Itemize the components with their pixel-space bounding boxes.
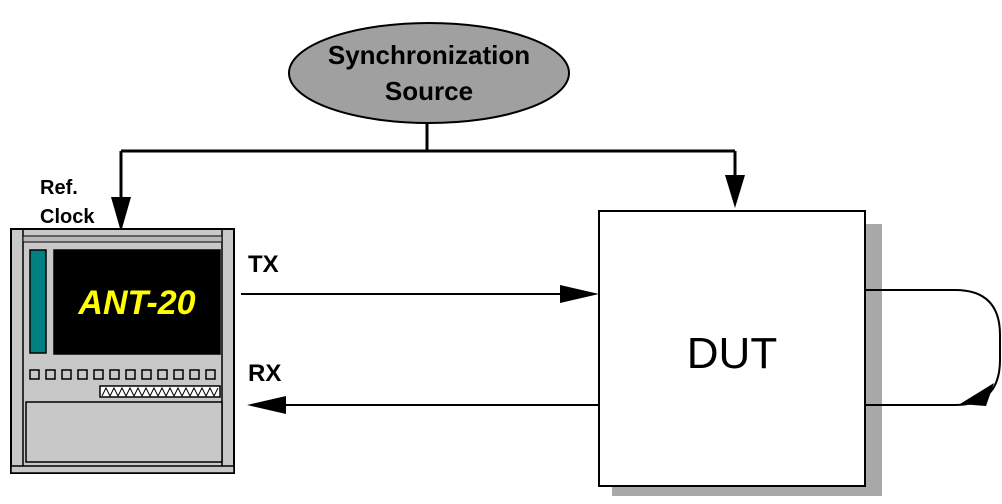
instrument-side-bar: [29, 249, 47, 354]
dut-label: DUT: [687, 329, 777, 378]
sync-source-label-line2: Source: [385, 76, 473, 106]
instrument-connector-strip: [99, 385, 221, 398]
dut-node: DUT: [598, 210, 882, 496]
ref-clock-arrowhead: [111, 197, 131, 232]
instrument-buttons: [29, 369, 216, 380]
ant20-instrument: ANT-20: [10, 228, 235, 474]
dut-box: [598, 210, 866, 487]
sync-source-node: Synchronization Source: [288, 22, 570, 124]
dut-sync-arrowhead: [725, 175, 745, 208]
instrument-name: ANT-20: [77, 284, 195, 322]
instrument-lower-panel: [25, 401, 223, 463]
rx-label: RX: [248, 360, 281, 387]
sync-source-ellipse: [288, 22, 570, 124]
loopback-line: [865, 289, 1001, 406]
tx-label: TX: [248, 251, 279, 278]
tx-arrowhead: [560, 285, 599, 303]
instrument-screen: [53, 249, 221, 355]
ref-clock-label-line2: Clock: [40, 206, 95, 228]
rx-arrowhead: [247, 396, 286, 414]
loopback-arrowhead: [960, 383, 994, 406]
sync-lines: [119, 123, 737, 200]
sync-source-label-line1: Synchronization: [328, 40, 530, 70]
ref-clock-label-line1: Ref.: [40, 177, 78, 199]
